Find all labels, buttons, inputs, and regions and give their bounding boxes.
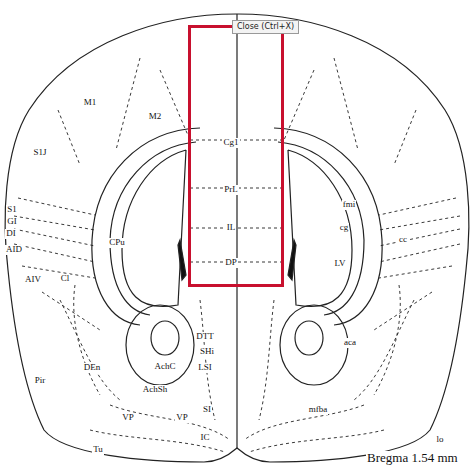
region-label: M1 — [83, 98, 98, 108]
region-label: SHi — [199, 347, 215, 357]
region-label: cc — [398, 235, 408, 245]
region-label: DI — [5, 229, 17, 239]
region-label: PrL — [223, 185, 239, 195]
region-label: S1J — [32, 148, 47, 158]
region-label: DP — [224, 258, 238, 268]
region-label: mfba — [308, 405, 329, 415]
region-label: AchC — [154, 362, 177, 372]
region-label: lo — [435, 435, 444, 445]
region-label: Cg1 — [222, 138, 239, 148]
selection-box: Cg1PrL IL DP — [188, 25, 284, 287]
region-label: GI — [6, 217, 18, 227]
bregma-note: Bregma 1.54 mm — [366, 451, 459, 465]
region-label: LV — [333, 259, 346, 269]
region-label: LSI — [197, 363, 213, 373]
region-label: VP — [175, 413, 189, 423]
region-label: DEn — [83, 363, 102, 373]
region-label: IL — [226, 223, 237, 233]
region-label: Pir — [34, 376, 47, 386]
region-label: M2 — [148, 112, 163, 122]
region-label: DTT — [195, 332, 215, 342]
tooltip-box: Close (Ctrl+X) — [232, 20, 299, 34]
tooltip-text: Close (Ctrl+X) — [237, 22, 294, 32]
region-label: Cl — [60, 274, 71, 284]
region-label: aca — [343, 338, 357, 348]
region-label: AIV — [24, 275, 42, 285]
region-label: AID — [5, 245, 23, 255]
region-label: S1 — [6, 205, 18, 215]
region-label: IC — [200, 433, 211, 443]
region-label: CPu — [108, 238, 126, 248]
region-label: cg — [339, 223, 350, 233]
region-label: AchSh — [142, 385, 169, 395]
region-label: fmi — [342, 200, 357, 210]
region-label: VP — [121, 413, 135, 423]
region-label: SI — [202, 405, 212, 415]
region-label: Tu — [92, 445, 104, 455]
